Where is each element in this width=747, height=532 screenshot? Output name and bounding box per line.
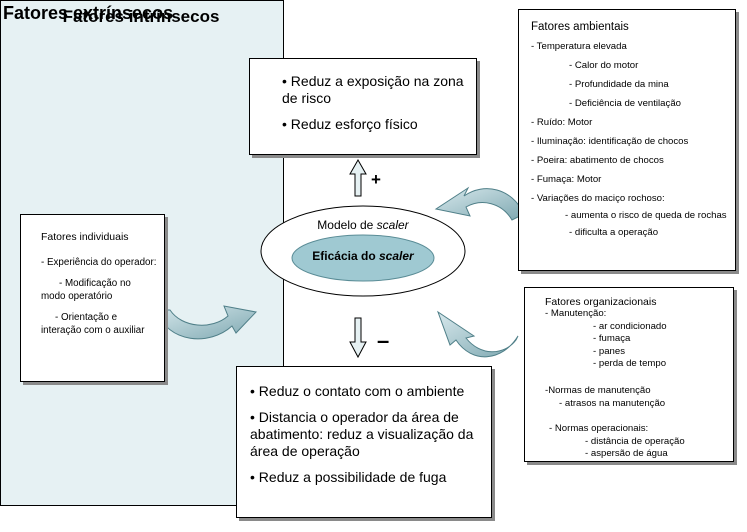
down-arrow-icon xyxy=(349,317,367,359)
organizational-factors-box: Fatores organizacionais - Manutenção: - … xyxy=(524,287,734,462)
environmental-curved-arrow-icon xyxy=(434,186,525,221)
environmental-line: - Fumaça: Motor xyxy=(531,174,602,185)
negative-effect-item: • Reduz a possibilidade de fuga xyxy=(250,469,447,485)
intrinsic-factors-title: Fatores intrínsecos xyxy=(62,7,220,26)
organizational-factors-title: Fatores organizacionais xyxy=(545,296,657,308)
organizational-line: - atrasos na manutenção xyxy=(559,397,666,409)
environmental-line: - Temperatura elevada xyxy=(531,41,627,52)
individual-line: - Experiência do operador: xyxy=(41,257,157,268)
extrinsic-factors-title: Fatores extrínsecos xyxy=(3,3,174,23)
environmental-line: - dificulta a operação xyxy=(569,227,659,238)
positive-effect-item: • Reduz esforço físico xyxy=(282,116,418,132)
positive-effects-box: • Reduz a exposição na zona de risco • R… xyxy=(249,58,477,155)
organizational-line: - Normas operacionais: xyxy=(549,423,649,435)
organizational-line: - aspersão de água xyxy=(585,448,668,460)
individual-line: - Modificação no modo operatório xyxy=(41,278,131,302)
environmental-factors-title: Fatores ambientais xyxy=(531,21,629,33)
scaler-effectiveness-ellipse xyxy=(291,234,435,282)
organizational-line: - distância de operação xyxy=(585,435,685,447)
individual-line: - Orientação e interação com o auxiliar xyxy=(41,312,145,336)
negative-effect-item: • Reduz o contato com o ambiente xyxy=(250,383,465,399)
organizational-curved-arrow-icon xyxy=(437,310,519,358)
environmental-line: - Variações do maciço rochoso: xyxy=(531,193,665,204)
environmental-line: - Deficiência de ventilação xyxy=(569,98,681,109)
environmental-line: - aumenta o risco de queda de rochas xyxy=(565,210,727,221)
negative-effect-item: • Distancia o operador da área de abatim… xyxy=(250,409,474,459)
individual-factors-box: Fatores individuais - Experiência do ope… xyxy=(20,214,165,382)
organizational-line: - fumaça xyxy=(593,333,631,345)
scaler-effectiveness-label: Eficácia do scaler xyxy=(312,249,414,263)
environmental-line: - Profundidade da mina xyxy=(569,79,669,90)
up-arrow-icon xyxy=(349,158,367,197)
organizational-line: - perda de tempo xyxy=(593,358,667,370)
organizational-line: -Normas de manutenção xyxy=(545,385,651,397)
plus-sign: + xyxy=(371,170,381,189)
positive-effect-item: • Reduz a exposição na zona de risco xyxy=(282,73,464,106)
negative-effects-box: • Reduz o contato com o ambiente • Dista… xyxy=(236,366,492,518)
individual-factors-title: Fatores individuais xyxy=(41,231,129,243)
environmental-line: - Poeira: abatimento de chocos xyxy=(531,155,664,166)
minus-sign: – xyxy=(377,328,390,353)
environmental-line: - Ruído: Motor xyxy=(531,117,593,128)
environmental-line: - Iluminação: identificação de chocos xyxy=(531,136,689,147)
individual-curved-arrow-icon xyxy=(155,305,257,340)
organizational-line: - Manutenção: xyxy=(545,308,607,320)
scaler-model-label: Modelo de scaler xyxy=(317,218,409,232)
organizational-line: - ar condicionado xyxy=(593,320,667,332)
organizational-line: - panes xyxy=(593,345,625,357)
environmental-factors-box: Fatores ambientais - Temperatura elevada… xyxy=(518,9,736,271)
environmental-line: - Calor do motor xyxy=(569,60,639,71)
